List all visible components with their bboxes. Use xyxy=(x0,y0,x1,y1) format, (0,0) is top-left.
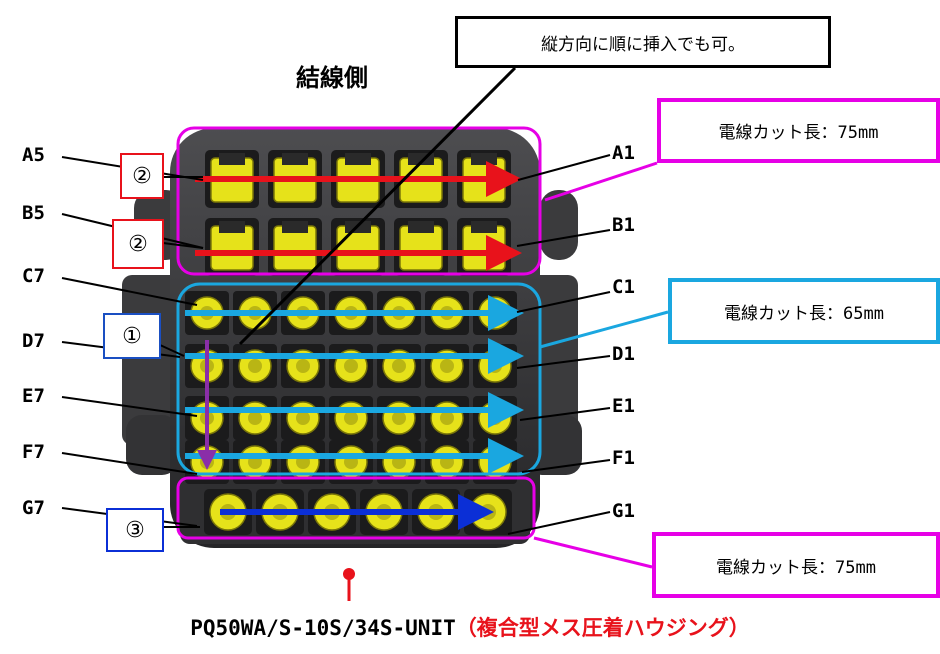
pin-label-e1: E1 xyxy=(612,395,635,417)
terminal-cavity-small xyxy=(233,344,277,388)
callout-top-pointer xyxy=(544,161,658,202)
pin-label-d1: D1 xyxy=(612,343,635,365)
terminal-cavity-small xyxy=(473,344,517,388)
side-label: 結線側 xyxy=(296,64,368,92)
terminal-cavity-large xyxy=(394,218,448,276)
group-outline-g xyxy=(176,476,536,540)
terminal-cavity-small xyxy=(425,344,469,388)
terminal-cavity-small xyxy=(281,396,325,440)
group-outline-cf xyxy=(176,282,542,476)
pin-label-g7: G7 xyxy=(22,497,45,519)
position-marker-pin xyxy=(343,568,355,601)
terminal-cavity-small xyxy=(377,344,421,388)
order-badge-g: ③ xyxy=(106,508,164,552)
part-name: PQ50WA/S-10S/34S-UNIT（複合型メス圧着ハウジング） xyxy=(0,612,940,642)
group-outline-ab xyxy=(176,126,542,276)
terminal-cavity-small xyxy=(329,396,373,440)
part-description: （複合型メス圧着ハウジング） xyxy=(455,616,750,640)
pin-label-c7: C7 xyxy=(22,265,45,287)
terminal-cavity-large xyxy=(457,218,511,276)
callout-cut-length-bottom: 電線カット長：75mm xyxy=(652,532,940,598)
pin-label-e7: E7 xyxy=(22,385,45,407)
callout-cut-length-middle: 電線カット長：65mm xyxy=(668,278,940,344)
terminal-cavity-small xyxy=(233,396,277,440)
pin-label-c1: C1 xyxy=(612,276,635,298)
pin-label-d7: D7 xyxy=(22,330,45,352)
pin-label-b5: B5 xyxy=(22,202,45,224)
order-badge-cf: ① xyxy=(103,313,161,359)
terminal-cavity-small xyxy=(425,396,469,440)
pin-label-a5: A5 xyxy=(22,144,45,166)
note-pointer xyxy=(238,66,517,346)
pin-label-a1: A1 xyxy=(612,142,635,164)
terminal-cavity-large xyxy=(268,218,322,276)
pin-label-f1: F1 xyxy=(612,447,635,469)
pin-label-f7: F7 xyxy=(22,441,45,463)
order-badge-ab-2: ② xyxy=(112,219,164,269)
callout-middle-pointer xyxy=(539,310,669,349)
terminal-cavity-large xyxy=(205,218,259,276)
callout-cut-length-top: 電線カット長：75mm xyxy=(657,98,940,163)
pin-label-g1: G1 xyxy=(612,500,635,522)
callout-bottom-pointer xyxy=(533,536,653,569)
terminal-cavity-small xyxy=(377,396,421,440)
terminal-cavity-small xyxy=(329,344,373,388)
terminal-cavity-small xyxy=(473,396,517,440)
pin-label-b1: B1 xyxy=(612,214,635,236)
note-box: 縦方向に順に挿入でも可。 xyxy=(455,16,831,68)
part-number: PQ50WA/S-10S/34S-UNIT xyxy=(190,616,456,640)
order-badge-ab-1: ② xyxy=(120,153,164,199)
terminal-cavity-small xyxy=(281,344,325,388)
